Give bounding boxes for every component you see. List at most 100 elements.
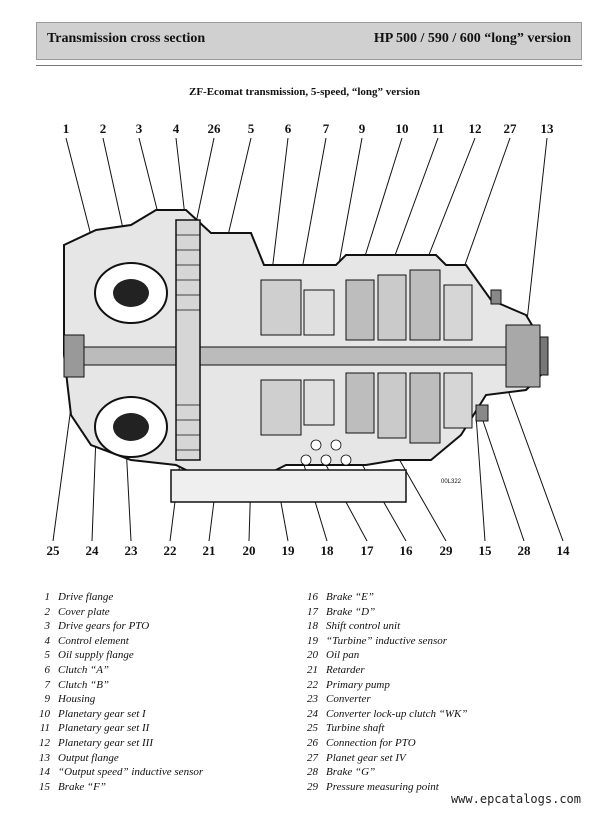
callout-number: 10 — [396, 121, 409, 136]
callout-number: 21 — [203, 543, 216, 558]
callout-number: 15 — [479, 543, 493, 558]
legend-label: Brake “G” — [326, 766, 376, 779]
legend-label: Converter lock-up clutch “WK” — [326, 707, 468, 720]
legend-label: Primary pump — [326, 678, 390, 691]
legend-number: 11 — [39, 722, 50, 735]
legend-number: 25 — [307, 722, 318, 735]
leader-line — [335, 137, 363, 281]
legend-label: Converter — [326, 693, 371, 706]
legend-number: 24 — [307, 707, 318, 720]
leader-line — [480, 414, 525, 542]
section-title: Transmission cross section — [47, 31, 206, 46]
callout-number: 17 — [361, 543, 375, 558]
legend-number: 19 — [307, 634, 318, 647]
legend-number: 5 — [44, 649, 51, 662]
legend-item: 17 Brake “D” — [304, 605, 584, 620]
transmission-drawing — [63, 209, 549, 503]
legend-item: 28 Brake “G” — [304, 765, 584, 780]
legend-label: Housing — [58, 693, 96, 706]
part-code: 00L322 — [441, 479, 462, 485]
callout-number: 20 — [243, 543, 256, 558]
callout-number: 4 — [173, 121, 180, 136]
leader-line — [195, 137, 215, 224]
legend-number: 13 — [39, 751, 50, 764]
watermark: www.epcatalogs.com — [450, 792, 581, 806]
callout-number: 9 — [359, 121, 366, 136]
legend-label: Planetary gear set II — [58, 722, 150, 735]
callout-number: 12 — [469, 121, 482, 136]
legend-label: Clutch “A” — [58, 663, 110, 676]
callout-number: 19 — [282, 543, 296, 558]
legend-item: 16 Brake “E” — [304, 590, 584, 605]
legend-label: Planetary gear set III — [58, 736, 153, 749]
callout-number: 26 — [208, 121, 222, 136]
legend-number: 17 — [307, 605, 318, 618]
legend-number: 9 — [44, 693, 51, 706]
callout-number: 18 — [321, 543, 335, 558]
legend-label: Brake “D” — [326, 605, 376, 618]
callout-number: 13 — [541, 121, 555, 136]
legend-item: 6 Clutch “A” — [36, 663, 296, 678]
legend-number: 28 — [307, 766, 318, 779]
legend-number: 3 — [44, 620, 51, 633]
legend-label: Control element — [58, 634, 129, 647]
callout-number: 14 — [557, 543, 571, 558]
legend-number: 15 — [39, 780, 50, 793]
callout-number: 28 — [518, 543, 532, 558]
legend-number: 21 — [307, 663, 318, 676]
legend-number: 18 — [307, 620, 318, 633]
legend-number: 6 — [44, 663, 51, 676]
callout-number: 3 — [136, 121, 143, 136]
legend-label: “Output speed” inductive sensor — [58, 766, 204, 779]
legend-label: Drive flange — [58, 591, 114, 603]
legend-item: 15 Brake “F” — [36, 780, 296, 795]
callout-number: 29 — [440, 543, 454, 558]
legend-label: Brake “E” — [326, 591, 374, 603]
legend-item: 3 Drive gears for PTO — [36, 619, 296, 634]
legend-number: 29 — [307, 780, 318, 793]
leader-line — [475, 414, 486, 542]
legend-number: 27 — [307, 751, 318, 764]
legend-number: 23 — [307, 693, 318, 706]
callout-number: 16 — [400, 543, 414, 558]
legend-label: Brake “F” — [58, 780, 106, 793]
legend-number: 20 — [307, 649, 318, 662]
legend-number: 1 — [44, 591, 51, 603]
callout-number: 5 — [248, 121, 255, 136]
callout-number: 24 — [86, 543, 100, 558]
legend-number: 16 — [307, 591, 318, 603]
legend-item: 14“Output speed” inductive sensor — [36, 765, 296, 780]
legend-label: Oil pan — [326, 649, 360, 662]
callout-number: 23 — [125, 543, 139, 558]
legend-label: Clutch “B” — [58, 678, 110, 691]
legend-item: 20 Oil pan — [304, 648, 584, 663]
callout-number: 27 — [504, 121, 518, 136]
legend-label: Output flange — [58, 751, 119, 764]
leader-line — [270, 137, 289, 281]
page-header: Transmission cross section HP 500 / 590 … — [36, 22, 582, 60]
legend-item: 25 Turbine shaft — [304, 721, 584, 736]
figure-caption: ZF-Ecomat transmission, 5-speed, “long” … — [189, 86, 420, 98]
legend-item: 1 Drive flange — [36, 590, 296, 605]
model-title: HP 500 / 590 / 600 “long” version — [373, 31, 571, 46]
legend-label: Turbine shaft — [326, 722, 385, 735]
legend-item: 19“Turbine” inductive sensor — [304, 634, 584, 649]
leader-line — [125, 444, 132, 542]
callout-number: 25 — [47, 543, 61, 558]
legend-label: Drive gears for PTO — [58, 620, 150, 633]
leader-line — [91, 434, 97, 542]
